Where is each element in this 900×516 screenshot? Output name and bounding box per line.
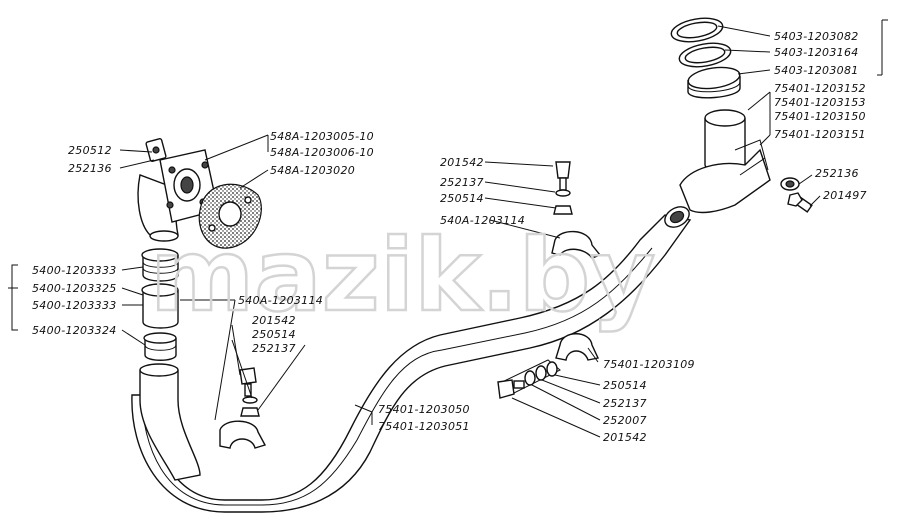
callout-label: 540A-1203114 — [238, 294, 323, 307]
flanged-elbow — [137, 138, 219, 242]
callout-label: 5403-1203082 — [774, 30, 859, 43]
callout-label: 5400-1203333 — [32, 264, 117, 277]
elbow-pipe — [139, 363, 201, 481]
callout-label: 252137 — [252, 342, 296, 355]
callout-label: 201542 — [440, 156, 484, 169]
callout-label: 540A-1203114 — [440, 214, 525, 227]
callout-label: 548A-1203020 — [270, 164, 355, 177]
watermark-text: mazik.by — [150, 217, 655, 334]
callout-label: 75401-1203152 — [774, 82, 866, 95]
flange-gasket — [198, 183, 262, 249]
callout-label: 75401-1203050 — [378, 403, 470, 416]
callout-label: 201542 — [252, 314, 296, 327]
callout-label: 75401-1203150 — [774, 110, 866, 123]
callout-labels: 5403-1203082 5403-1203164 5403-1203081 7… — [32, 30, 867, 444]
callout-label: 250514 — [440, 192, 484, 205]
callout-label: 250514 — [603, 379, 647, 392]
upper-clamp — [551, 161, 602, 259]
callout-label: 252136 — [815, 167, 859, 180]
callout-label: 5400-1203325 — [32, 282, 117, 295]
outlet-bolt-right — [780, 177, 813, 213]
outlet-pipe — [679, 109, 771, 214]
ring-stack — [141, 248, 179, 361]
callout-label: 5403-1203164 — [774, 46, 859, 59]
callout-label: 252137 — [603, 397, 647, 410]
callout-label: 5403-1203081 — [774, 64, 859, 77]
mid-clamp — [497, 333, 600, 399]
callout-label: 250512 — [68, 144, 112, 157]
callout-label: 548A-1203006-10 — [270, 146, 374, 159]
callout-label: 5400-1203324 — [32, 324, 117, 337]
callout-label: 75401-1203153 — [774, 96, 866, 109]
callout-label: 201542 — [603, 431, 647, 444]
leader-lines — [8, 19, 888, 438]
callout-label: 75401-1203051 — [378, 420, 470, 433]
lower-clamp — [219, 367, 267, 449]
exhaust-pipe — [131, 206, 692, 513]
callout-label: 252007 — [603, 414, 647, 427]
callout-label: 252136 — [68, 162, 112, 175]
callout-label: 548A-1203005-10 — [270, 130, 374, 143]
callout-label: 75401-1203151 — [774, 128, 866, 141]
callout-label: 5400-1203333 — [32, 299, 117, 312]
outlet-rings — [670, 17, 741, 99]
callout-label: 75401-1203109 — [603, 358, 695, 371]
callout-label: 250514 — [252, 328, 296, 341]
callout-label: 252137 — [440, 176, 484, 189]
callout-label: 201497 — [823, 189, 867, 202]
